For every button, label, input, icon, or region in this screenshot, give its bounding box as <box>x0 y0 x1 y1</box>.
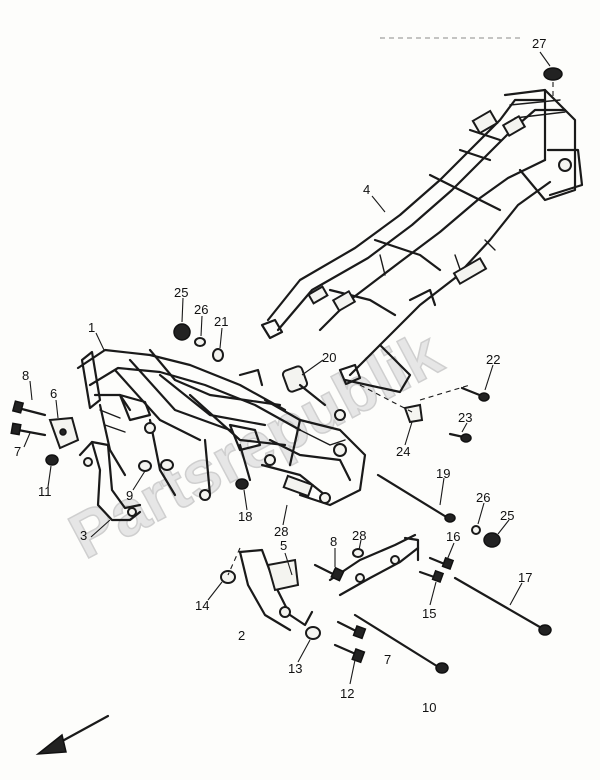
callout-7-right: 7 <box>384 652 391 667</box>
callout-28-left: 28 <box>274 524 288 539</box>
callout-13: 13 <box>288 661 302 676</box>
callout-9: 9 <box>126 488 133 503</box>
callout-27: 27 <box>532 36 546 51</box>
callout-25-left: 25 <box>174 285 188 300</box>
callout-8-left: 8 <box>22 368 29 383</box>
callout-11: 11 <box>38 484 52 499</box>
callout-26-left: 26 <box>194 302 208 317</box>
leader-lines <box>23 51 551 685</box>
callout-21: 21 <box>214 314 228 329</box>
washers-9 <box>138 459 174 472</box>
callout-labels: 1 2 3 4 5 6 7 7 8 8 9 10 11 12 13 14 15 … <box>14 36 546 715</box>
callout-17: 17 <box>518 570 532 585</box>
callout-10: 10 <box>422 700 436 715</box>
callout-26-right: 26 <box>476 490 490 505</box>
front-direction-arrow <box>35 714 110 755</box>
callout-23: 23 <box>458 410 472 425</box>
callout-7-left: 7 <box>14 444 21 459</box>
callout-19: 19 <box>436 466 450 481</box>
callout-22: 22 <box>486 352 500 367</box>
rear-engine-bracket <box>328 533 420 597</box>
damper-20 <box>281 365 327 407</box>
callout-5: 5 <box>280 538 287 553</box>
callout-2: 2 <box>238 628 245 643</box>
callout-8-right: 8 <box>330 534 337 549</box>
watermark: Partsrepublik <box>58 317 453 573</box>
callout-12: 12 <box>340 686 354 701</box>
callout-18: 18 <box>238 509 252 524</box>
callout-20: 20 <box>322 350 336 365</box>
callout-14: 14 <box>195 598 209 613</box>
long-bolts <box>313 386 552 674</box>
main-frame <box>76 348 367 507</box>
rubber-mounts-upper <box>173 323 224 362</box>
callout-25-right: 25 <box>500 508 514 523</box>
bolts-left <box>10 400 59 466</box>
callout-6: 6 <box>50 386 57 401</box>
callout-4: 4 <box>363 182 370 197</box>
callout-15: 15 <box>422 606 436 621</box>
lower-bracket-2 <box>220 548 321 640</box>
grommet-27 <box>543 67 563 100</box>
plate-6 <box>48 416 80 450</box>
front-engine-bracket-3 <box>78 440 142 522</box>
collar-18 <box>235 478 249 490</box>
callout-28-right: 28 <box>352 528 366 543</box>
callout-16: 16 <box>446 529 460 544</box>
callout-24: 24 <box>396 444 410 459</box>
callout-1: 1 <box>88 320 95 335</box>
rear-frame <box>260 88 584 394</box>
callout-3: 3 <box>80 528 87 543</box>
